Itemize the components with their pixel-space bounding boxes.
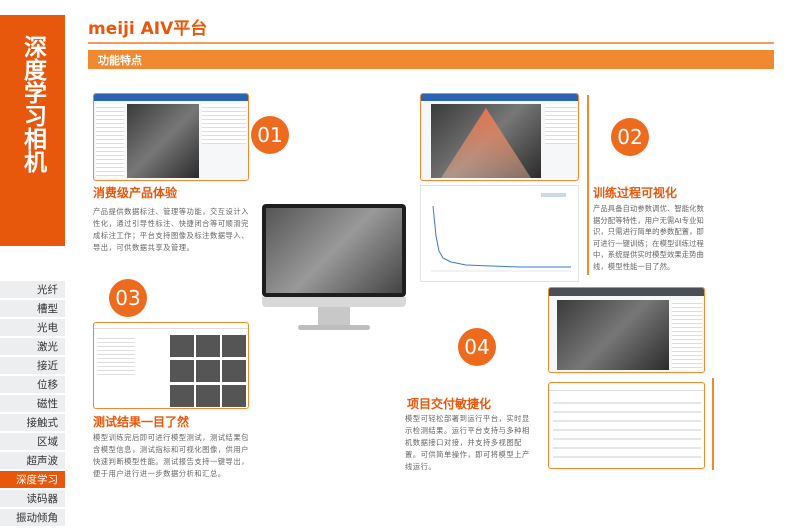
page-title: meiji AIV平台 bbox=[88, 19, 208, 39]
nav-item[interactable]: 磁性 bbox=[0, 395, 65, 413]
monitor-illustration bbox=[262, 204, 406, 297]
nav-item[interactable]: 激光 bbox=[0, 338, 65, 356]
feature-number-badge: 01 bbox=[251, 116, 289, 154]
feature-title: 项目交付敏捷化 bbox=[407, 397, 492, 411]
nav-item[interactable]: 超声波 bbox=[0, 452, 65, 470]
labeling-screenshot bbox=[93, 93, 249, 181]
divider bbox=[712, 378, 714, 470]
monitor-stand bbox=[318, 307, 350, 325]
training-curve-chart bbox=[420, 185, 579, 282]
monitor-base bbox=[298, 325, 370, 330]
nav-item[interactable]: 读码器 bbox=[0, 490, 65, 508]
product-category-heading: 深度学习相机 bbox=[0, 15, 65, 246]
feature-description: 模型训练完后即可进行模型测试，测试结果包含模型信息，测试指标和可视化图像，供用户… bbox=[93, 433, 249, 478]
nav-item[interactable]: 位移 bbox=[0, 376, 65, 394]
nav-item[interactable]: 接触式 bbox=[0, 414, 65, 432]
nav-item[interactable]: 区域 bbox=[0, 433, 65, 451]
training-screenshot bbox=[420, 93, 579, 181]
feature-description: 模型可轻松部署到运行平台，实时显示检测结果。运行平台支持与多种相机数据接口对接，… bbox=[405, 414, 530, 471]
feature-description: 产品提供数据标注、管理等功能，交互设计入性化，通过引导性标注、快捷闭合等可顺滑完… bbox=[93, 207, 249, 252]
feature-title: 训练过程可视化 bbox=[593, 186, 678, 200]
nav-item[interactable]: 光纤 bbox=[0, 281, 65, 299]
feature-title: 消费级产品体验 bbox=[93, 186, 178, 200]
monitor-chin bbox=[262, 297, 406, 307]
feature-description: 产品具备自动参数调优、智能化数据分配等特性，用户无需AI专业知识，只需进行简单的… bbox=[593, 204, 704, 271]
title-divider bbox=[88, 42, 774, 44]
nav-item[interactable]: 光电 bbox=[0, 319, 65, 337]
nav-item[interactable]: 深度学习 bbox=[0, 471, 65, 489]
feature-number-badge: 03 bbox=[109, 279, 147, 317]
divider bbox=[587, 95, 589, 275]
nav-item[interactable]: 槽型 bbox=[0, 300, 65, 318]
feature-number-badge: 04 bbox=[458, 328, 496, 366]
nav-item[interactable]: 振动倾角 bbox=[0, 509, 65, 527]
config-screenshot bbox=[548, 382, 705, 469]
feature-title: 测试结果一目了然 bbox=[93, 415, 190, 429]
feature-number-badge: 02 bbox=[611, 118, 649, 156]
nav-item[interactable]: 接近 bbox=[0, 357, 65, 375]
test-results-screenshot bbox=[93, 322, 249, 409]
runtime-screenshot bbox=[548, 287, 705, 373]
section-heading: 功能特点 bbox=[88, 50, 774, 69]
